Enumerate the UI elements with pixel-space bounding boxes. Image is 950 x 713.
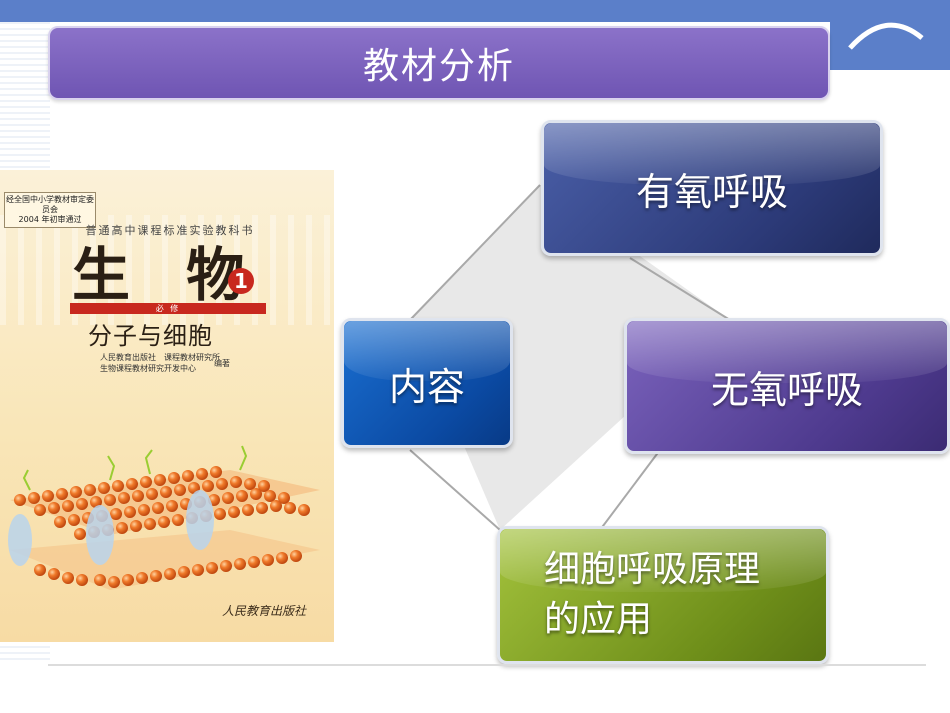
aerobic-respiration-box: 有氧呼吸 — [541, 120, 883, 256]
publisher-logo: 人民教育出版社 — [222, 604, 307, 618]
textbook-cover-image: 经全国中小学教材审定委员会 2004 年初审通过 普通高中课程标准实验教科书 生… — [0, 170, 334, 642]
application-line-2: 的应用 — [544, 599, 653, 640]
author-line-2: 生物课程教材研究开发中心 — [100, 364, 196, 373]
aerobic-label: 有氧呼吸 — [635, 169, 788, 214]
corner-band — [830, 0, 950, 70]
volume-badge: 1 — [228, 268, 254, 294]
book-authors: 人民教育出版社 课程教材研究所 生物课程教材研究开发中心 — [100, 352, 220, 374]
gloss-highlight — [500, 529, 826, 593]
anaerobic-respiration-box: 无氧呼吸 — [624, 318, 950, 454]
content-box: 内容 — [341, 318, 513, 448]
application-label: 细胞呼吸原理 的应用 — [500, 545, 760, 645]
stamp-line-2: 2004 年初审通过 — [18, 215, 82, 224]
gloss-highlight — [544, 123, 880, 186]
required-tag: 必 修 — [70, 303, 266, 314]
content-label: 内容 — [388, 364, 465, 409]
gloss-highlight — [627, 321, 947, 384]
slide-title: 教材分析 — [362, 46, 515, 87]
author-line-1: 人民教育出版社 课程教材研究所 — [100, 353, 220, 362]
title-bar: 教材分析 — [48, 26, 830, 100]
book-title: 生 物 — [72, 241, 263, 309]
application-line-1: 细胞呼吸原理 — [544, 549, 761, 590]
book-subtitle: 分子与细胞 — [88, 322, 213, 350]
cell-membrane-illustration — [8, 445, 320, 590]
approval-stamp: 经全国中小学教材审定委员会 2004 年初审通过 — [4, 192, 96, 228]
gloss-highlight — [344, 321, 510, 381]
corner-arc-decoration — [848, 22, 924, 50]
book-series: 普通高中课程标准实验教科书 — [85, 224, 255, 237]
book-editor: 编著 — [214, 359, 230, 368]
footer-divider — [48, 664, 926, 666]
stamp-line-1: 经全国中小学教材审定委员会 — [6, 195, 94, 214]
top-band — [0, 0, 950, 22]
anaerobic-label: 无氧呼吸 — [710, 367, 863, 412]
application-box: 细胞呼吸原理 的应用 — [497, 526, 829, 664]
